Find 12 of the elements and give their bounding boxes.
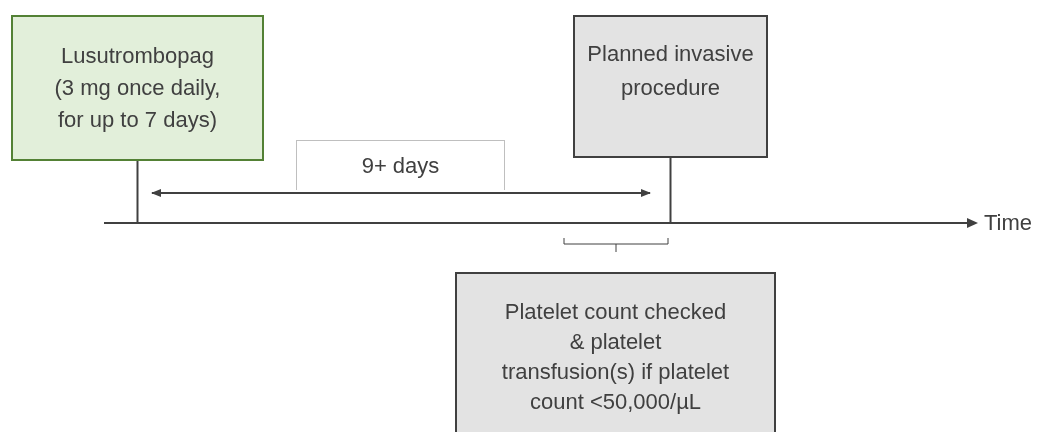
time-axis [104,218,978,228]
event-box [455,272,776,432]
drug-box [11,15,264,161]
tick-line [136,160,139,223]
node-text: Planned invasive procedure [587,39,754,102]
node-text: Platelet count checked & platelet transfusion(s) if platelet count <50,000/µL [500,298,731,416]
node-text: 9+ days [361,152,440,180]
interval-box [296,140,505,190]
event-box [573,15,768,158]
node-text: Lusutrombopag (3 mg once daily, for up to 7 days) [53,42,222,134]
axis-label: Time [984,212,1033,234]
tick-line [669,157,672,223]
